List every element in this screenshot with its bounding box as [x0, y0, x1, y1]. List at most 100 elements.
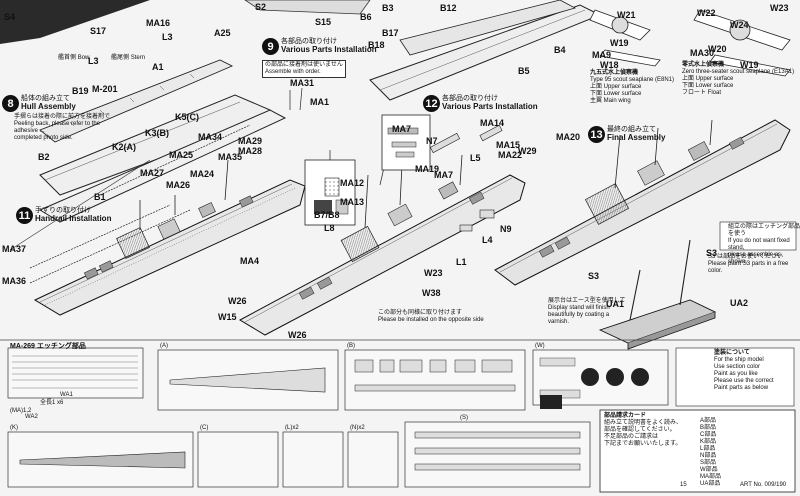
part-label: L3: [162, 32, 173, 42]
part-label: MA7: [434, 170, 454, 180]
page-number: 15: [680, 482, 687, 488]
part-label: MA14: [480, 118, 505, 128]
part-label: B12: [440, 3, 457, 13]
part-label: W23: [770, 3, 789, 13]
part-label: MA36: [2, 276, 27, 286]
part-label: MA25: [169, 150, 194, 160]
part-label: B17: [382, 28, 399, 38]
sprue-n: [347, 431, 399, 488]
part-label: MA24: [190, 169, 215, 179]
sprue-label-a: (A): [160, 343, 168, 349]
paint-info-box: [675, 347, 795, 407]
part-label: MA31: [290, 78, 315, 88]
part-label: MA35: [218, 152, 243, 162]
sprue-label-n: (N)x2: [350, 425, 365, 431]
part-label: A1: [152, 62, 164, 72]
part-label: N7: [426, 136, 438, 146]
part-label: UA1: [606, 299, 625, 309]
part-label: MA27: [140, 168, 165, 178]
part-label: MA37: [2, 244, 27, 254]
sprue-b: [344, 349, 526, 411]
part-label: B2: [38, 152, 50, 162]
part-label: L8: [324, 223, 335, 233]
part-label: K2(A): [112, 142, 136, 152]
sprue-label-l: (L)x2: [285, 425, 299, 431]
part-label: MA19: [415, 164, 440, 174]
part-label: B7/B8: [314, 210, 340, 220]
hull-top-left: [0, 0, 150, 44]
sprue-label-s: (S): [460, 415, 468, 421]
sprue-label-w: (W): [535, 343, 545, 349]
step-number: 11: [16, 207, 33, 224]
part-label: MA12: [340, 178, 365, 188]
part-label: B3: [382, 3, 394, 13]
part-label: M-201: [92, 84, 118, 94]
step-number: 9: [262, 38, 279, 55]
parts-request: 部品請求カード 組み立て説明書をよく読み、部品を確認してください。 不足部品のご…: [604, 413, 683, 447]
part-label: B4: [554, 45, 566, 55]
footer-art-no: ART No. 009/190: [740, 482, 787, 488]
sprue-label-b: (B): [347, 343, 355, 349]
part-label: W21: [617, 10, 636, 20]
part-label: L3: [88, 56, 99, 66]
part-label: W26: [228, 296, 247, 306]
step-number: 8: [2, 95, 19, 112]
part-label: MA22: [498, 150, 523, 160]
etch-note-3: WA2: [25, 414, 38, 420]
part-label: W22: [697, 8, 716, 18]
part-label: L1: [456, 257, 467, 267]
part-label: S3: [706, 248, 718, 258]
part-label: L5: [470, 153, 481, 163]
part-label: L4: [482, 235, 493, 245]
part-label: S4: [4, 12, 16, 22]
zero-seaplane-drawing: [693, 9, 791, 77]
part-label: B1: [94, 192, 106, 202]
bow-stern-indicator: 艦首側 Bow 艦尾側 Stern: [58, 55, 146, 61]
sprue-l: [282, 431, 344, 488]
part-label: W29: [518, 146, 537, 156]
part-label: W18: [600, 60, 619, 70]
etch-note-4: (MA)1,2: [10, 408, 32, 414]
step-number: 13: [588, 126, 605, 143]
step-title-jp: 最終の組み立て: [607, 126, 656, 133]
part-label: W26: [288, 330, 307, 340]
etch-note-1: 全長1 x6: [40, 400, 64, 406]
part-label: W24: [730, 20, 749, 30]
part-label: MA28: [238, 146, 263, 156]
part-label: N9: [500, 224, 512, 234]
sprue-label-c: (C): [200, 425, 209, 431]
part-label: MA26: [166, 180, 191, 190]
part-label: B6: [360, 12, 372, 22]
part-label: W38: [422, 288, 441, 298]
step-title-jp: 各部品の取り付け: [281, 38, 337, 45]
part-label: MA1: [310, 97, 330, 107]
step-number: 12: [423, 95, 440, 112]
part-label: UA2: [730, 298, 749, 308]
etch-title: MA-269 エッチング部品: [10, 343, 86, 350]
sprue-etch: [7, 347, 144, 399]
step-title-jp: 船体の組み立て: [21, 95, 70, 102]
part-label: S3: [588, 271, 600, 281]
part-label: MA4: [240, 256, 260, 266]
part-label: MA34: [198, 132, 223, 142]
part-label: K3(B): [145, 128, 169, 138]
step-title-jp: 各部品の取り付け: [442, 95, 498, 102]
warning-box: [719, 221, 797, 251]
part-label: MA7: [392, 124, 412, 134]
part-label: MA16: [146, 18, 171, 28]
